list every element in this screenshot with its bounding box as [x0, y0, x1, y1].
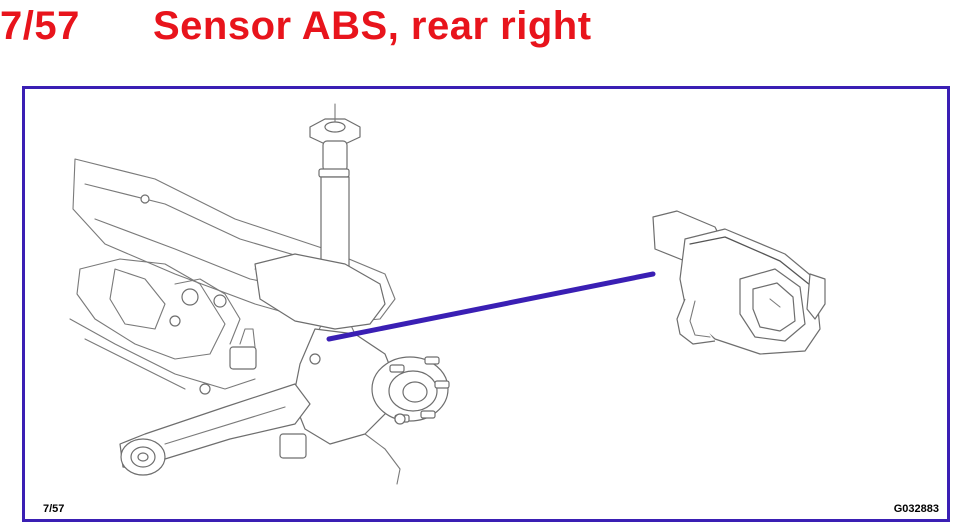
suspension-illustration — [69, 103, 826, 485]
rear-subframe — [69, 158, 396, 395]
figure-page-ref: 7/57 — [43, 503, 65, 515]
page-number: 7/57 — [0, 4, 80, 48]
header: 7/57 Sensor ABS, rear right — [0, 2, 973, 50]
callout-pointer-line — [326, 271, 656, 342]
page-title: Sensor ABS, rear right — [153, 4, 592, 48]
abs-sensor-detail — [652, 210, 826, 355]
figure-image-code: G032883 — [893, 503, 939, 515]
trailing-arm — [119, 383, 311, 476]
wheel-knuckle — [254, 253, 450, 485]
diagram-frame: 7/57 G032883 — [22, 86, 950, 522]
